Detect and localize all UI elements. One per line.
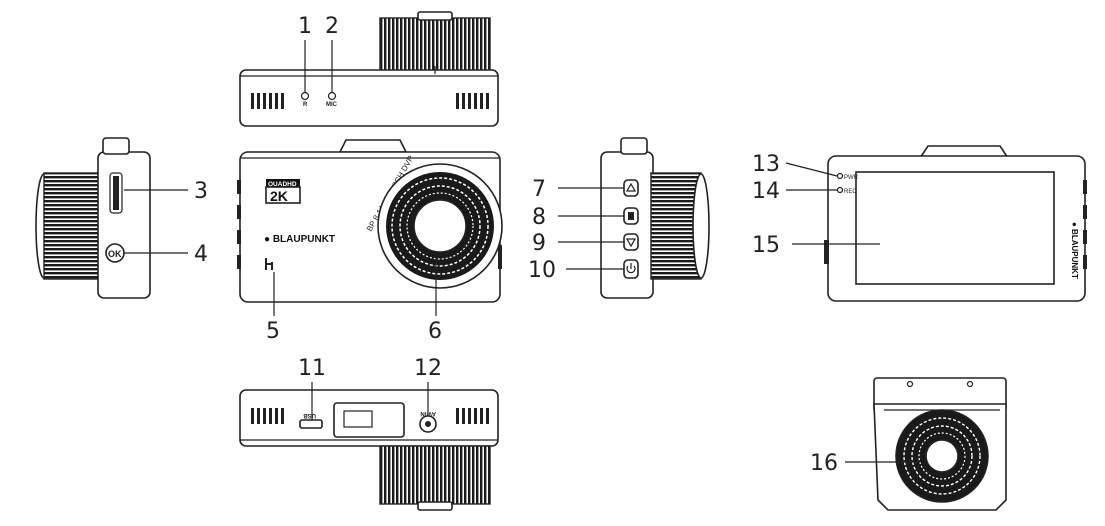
callout-14: 14 (752, 179, 780, 204)
callout-13: 13 (752, 152, 780, 177)
left-side-view: OK 3 4 (35, 137, 208, 299)
pwr-label: PWR (844, 175, 859, 181)
top-body (239, 69, 499, 127)
rec-led-icon (836, 186, 844, 194)
lens-knurl-bottom (379, 445, 491, 505)
reset-hole-icon (300, 91, 310, 101)
top-vent-right (456, 93, 489, 109)
lens-glass (413, 199, 467, 253)
quadhd-badge (266, 179, 300, 187)
left-body (97, 151, 151, 299)
callout-9: 9 (532, 231, 546, 256)
usb-label: USB (303, 412, 316, 418)
lens-knurl-left (43, 172, 101, 280)
screen (855, 171, 1055, 285)
callout-16: 16 (810, 451, 838, 476)
rec-label: REC (844, 189, 857, 195)
pwr-led-icon (836, 172, 844, 180)
callout-6: 6 (428, 319, 442, 344)
sd-slot-icon (109, 172, 123, 214)
lens-knurl-top (379, 17, 491, 75)
down-button-icon (623, 233, 639, 251)
mic-label: MIC (326, 102, 338, 108)
lens-front-glass (925, 439, 959, 473)
top-vent-left (251, 93, 284, 109)
callout-11: 11 (298, 356, 326, 381)
callout-2: 2 (325, 14, 339, 39)
callout-15: 15 (752, 233, 780, 258)
usb-port-icon (299, 419, 323, 429)
quadhd-label: QUADHD (268, 181, 297, 188)
callout-3: 3 (194, 179, 208, 204)
callout-12: 12 (414, 356, 442, 381)
callout-8: 8 (532, 205, 546, 230)
top-view: R MIC 1 2 (239, 11, 499, 127)
back-brand-label: ● BLAUPUNKT (1070, 222, 1079, 279)
up-button-icon (623, 179, 639, 197)
callout-5: 5 (266, 319, 280, 344)
callout-1: 1 (298, 14, 312, 39)
callout-4: 4 (194, 242, 208, 267)
front-brand-label: ● BLAUPUNKT (264, 234, 335, 245)
bottom-vent-right (456, 408, 489, 424)
back-view: PWR REC ● BLAUPUNKT 13 14 15 (752, 145, 1087, 302)
callout-10: 10 (528, 258, 556, 283)
right-side-view: 7 8 9 10 (528, 137, 710, 299)
bottom-vent-left (251, 408, 284, 424)
bottom-view: USB AV-IN 11 12 (239, 356, 499, 511)
mic-hole-icon (327, 91, 337, 101)
lens-front-view: 16 (810, 377, 1007, 511)
reset-label: R (303, 102, 308, 108)
front-view: QUADHD 2K ● BLAUPUNKT BP 8.1A QHD 2CH DV… (237, 139, 503, 344)
callout-7: 7 (532, 177, 546, 202)
2k-label: 2K (270, 188, 288, 204)
ok-label: OK (108, 249, 122, 259)
